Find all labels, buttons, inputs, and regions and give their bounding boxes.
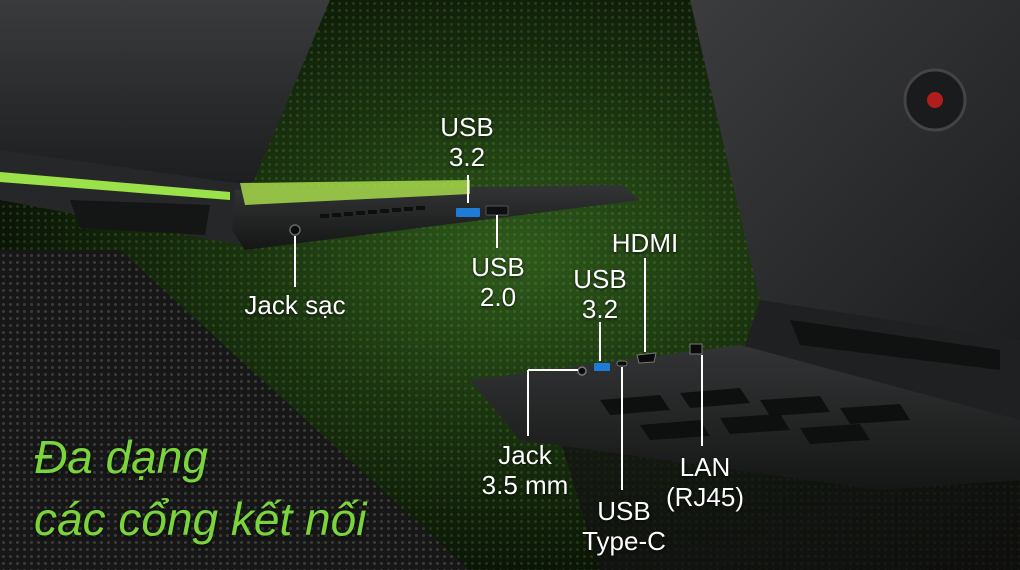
label-lan: LAN (RJ45) (660, 452, 750, 512)
label-jack35-line1: Jack (498, 440, 552, 470)
label-jack-sac: Jack sạc (244, 290, 346, 320)
dark-wedge-left (0, 250, 470, 570)
right-rear-vent (790, 320, 1000, 370)
left-keyboard-keys (240, 180, 470, 205)
usb32-port-top (456, 208, 480, 217)
label-usb32-right-line1: USB (573, 264, 627, 294)
left-laptop-lid (0, 0, 330, 190)
callout-lines (294, 175, 703, 490)
label-usb20-line2: 2.0 (479, 282, 517, 312)
label-usb32-right: USB 3.2 (562, 264, 638, 324)
left-laptop-base (232, 185, 640, 250)
headline-line1: Đa dạng (34, 431, 208, 483)
label-usb32-top-line2: 3.2 (448, 142, 486, 172)
label-usb32-top: USB 3.2 (430, 112, 504, 172)
left-side-vent-slots (320, 206, 425, 218)
usb-typec-port (616, 360, 628, 367)
label-usb-typec-line2: Type-C (582, 526, 666, 556)
label-jack35: Jack 3.5 mm (470, 440, 580, 500)
usb20-port (485, 205, 509, 216)
label-usb20: USB 2.0 (458, 252, 538, 312)
usb32-port-right (594, 363, 610, 371)
left-rear-vent (70, 200, 210, 235)
label-usb20-line1: USB (471, 252, 525, 282)
brand-logo-core (927, 92, 943, 108)
label-lan-line2: (RJ45) (665, 482, 744, 512)
audio-jack-port (577, 366, 587, 376)
label-lan-line1: LAN (679, 452, 731, 482)
label-jack35-line2: 3.5 mm (481, 470, 569, 500)
right-bottom-vents (600, 388, 910, 444)
hdmi-port (636, 352, 657, 364)
lan-port (689, 343, 703, 355)
label-usb32-right-line2: 3.2 (581, 294, 619, 324)
right-laptop-lid (690, 0, 1020, 350)
label-hdmi: HDMI (611, 228, 679, 258)
charge-jack-port (289, 224, 301, 236)
headline-line2: các cổng kết nối (34, 493, 367, 545)
label-usb-typec: USB Type-C (572, 496, 676, 556)
label-usb32-top-line1: USB (440, 112, 494, 142)
label-usb-typec-line1: USB (597, 496, 651, 526)
left-keyboard-glow (0, 172, 230, 200)
